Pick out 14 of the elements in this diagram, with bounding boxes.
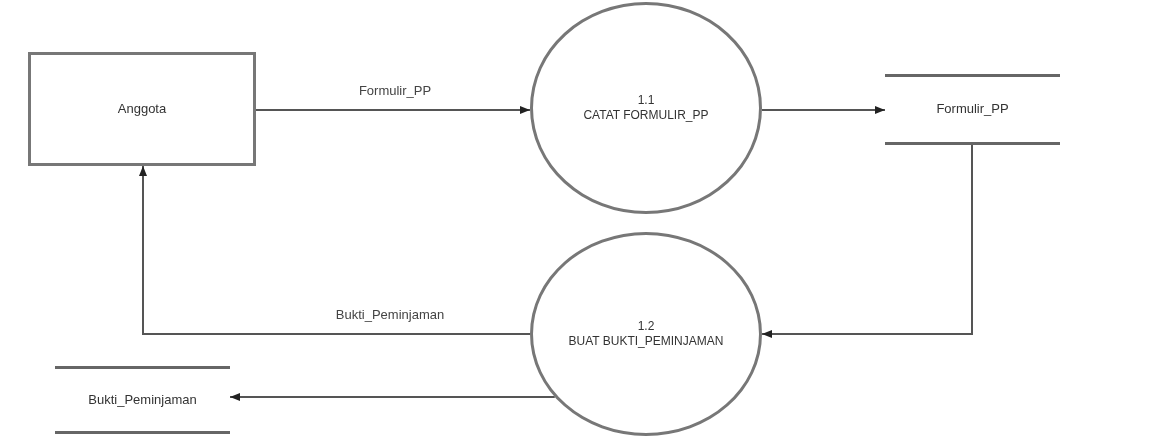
node-label: Anggota bbox=[116, 100, 168, 118]
process-number: 1.1 bbox=[636, 93, 656, 108]
node-label: Formulir_PP bbox=[935, 101, 1010, 118]
data-store bbox=[885, 74, 1060, 145]
process-name: CATAT FORMULIR_PP bbox=[582, 108, 710, 123]
arrow bbox=[255, 106, 531, 114]
arrow bbox=[761, 106, 886, 114]
arrow bbox=[139, 165, 531, 335]
node-label: Bukti_Peminjaman bbox=[87, 391, 198, 409]
process-name: BUAT BUKTI_PEMINJAMAN bbox=[567, 334, 725, 349]
process-number: 1.2 bbox=[636, 319, 656, 334]
data-store bbox=[55, 366, 230, 434]
arrow bbox=[761, 144, 973, 338]
external-entity-box bbox=[28, 52, 256, 166]
